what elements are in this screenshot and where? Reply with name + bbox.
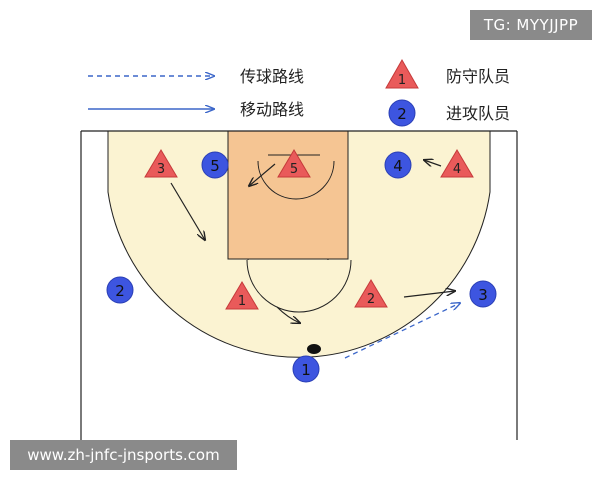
legend-move-label: 移动路线 [240, 100, 304, 119]
svg-text:3: 3 [478, 286, 488, 304]
legend: 传球路线 移动路线 1 防守队员 2 进攻队员 [88, 58, 510, 127]
svg-text:1: 1 [238, 294, 246, 309]
legend-attacker-label: 进攻队员 [446, 104, 510, 123]
defender-2: 2 [354, 279, 388, 308]
legend-defender-icon [385, 58, 419, 89]
defender-1: 1 [225, 281, 259, 310]
svg-text:4: 4 [453, 162, 461, 177]
svg-text:2: 2 [115, 282, 125, 300]
svg-text:1: 1 [301, 361, 311, 379]
defenders: 3 5 4 1 2 [144, 149, 474, 310]
legend-defender-number: 1 [398, 73, 406, 88]
attackers: 5 4 2 3 1 [106, 151, 497, 383]
restricted-arc [257, 160, 335, 200]
attacker-2: 2 [106, 276, 134, 304]
svg-text:5: 5 [210, 157, 220, 175]
routes [170, 160, 460, 359]
svg-text:3: 3 [157, 162, 165, 177]
pass-route-1-to-3 [344, 303, 460, 359]
move-route-defender-4 [424, 160, 442, 166]
svg-text:4: 4 [393, 157, 403, 175]
move-route-defender-5 [249, 163, 276, 186]
move-route-defender-2 [403, 291, 455, 298]
attacker-5: 5 [201, 151, 229, 179]
legend-pass-label: 传球路线 [240, 67, 304, 86]
ft-circle-bottom [246, 259, 352, 313]
key-area [227, 130, 349, 260]
watermark-bottom: www.zh-jnfc-jnsports.com [10, 440, 237, 470]
svg-text:2: 2 [367, 292, 375, 307]
half-court [80, 130, 518, 440]
svg-text:5: 5 [290, 162, 298, 177]
legend-defender-label: 防守队员 [446, 67, 510, 86]
defender-5: 5 [277, 149, 311, 178]
move-route-defender-3 [170, 182, 205, 240]
ball [307, 344, 321, 354]
defender-3: 3 [144, 149, 178, 178]
legend-attacker-number: 2 [397, 105, 407, 123]
attacker-1: 1 [292, 355, 320, 383]
move-route-defender-1 [276, 306, 300, 323]
defender-4: 4 [440, 149, 474, 178]
attacker-3: 3 [469, 280, 497, 308]
attacker-4: 4 [384, 151, 412, 179]
legend-attacker-icon [388, 99, 416, 127]
watermark-top: TG: MYYJJPP [470, 10, 592, 40]
